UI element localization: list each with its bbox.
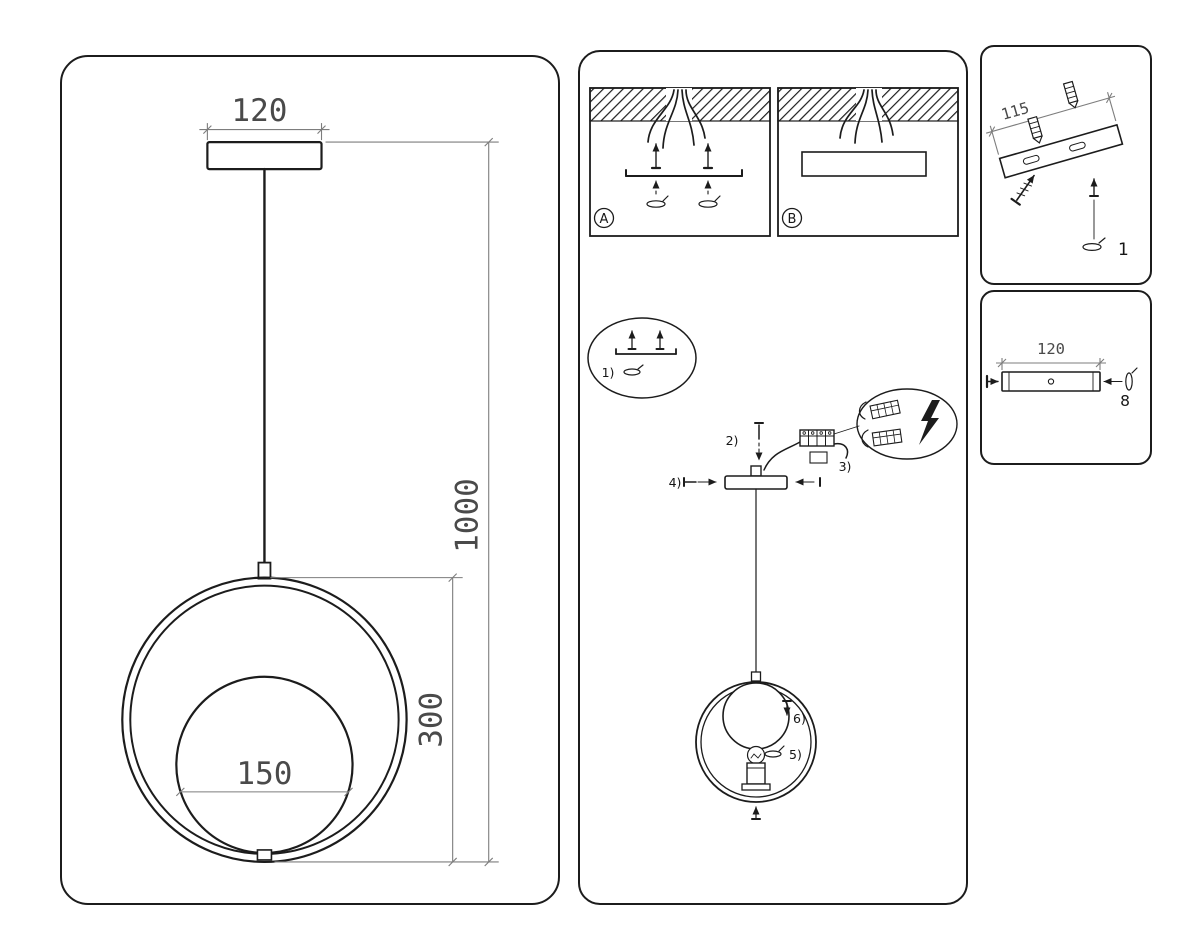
step2-cord-screw: 2) [726, 422, 764, 461]
option-a-label: A [600, 212, 609, 227]
step4-canopy: 4) [669, 465, 821, 490]
bracket-screws-icon [650, 143, 714, 170]
option-b-badge [781, 207, 803, 229]
wire-gap [856, 88, 882, 121]
socket [746, 762, 766, 785]
step5-label: 5) [789, 747, 802, 762]
mount-option-b-box: B [777, 87, 959, 237]
installation-steps: A B [587, 87, 959, 820]
ceiling-wires [839, 89, 894, 144]
side-screw-left [985, 374, 999, 389]
step3-terminal-block: 3) [799, 425, 860, 474]
bracket-mounting: 115 [986, 80, 1129, 260]
bulb [746, 745, 766, 765]
mount-option-a-box: A [589, 87, 771, 237]
ceiling-wires [647, 89, 706, 149]
mini-terminal-block-top [869, 399, 901, 420]
bottom-fitting [256, 849, 273, 861]
panel-step-label: 8 [1120, 392, 1130, 410]
electricity-warning-icon [919, 400, 940, 445]
wiring-detail-balloon [856, 388, 958, 460]
ring-diameter-dimension: 300 [270, 573, 463, 867]
screwdriver-turn-icons [646, 180, 721, 208]
step2-label: 2) [726, 433, 739, 448]
lamp-ring [695, 681, 817, 803]
glass-sphere [722, 682, 790, 750]
bracket-mounting-panel: 115 [980, 45, 1152, 285]
bracket-length-label: 115 [999, 99, 1031, 124]
turn-icon [764, 750, 782, 758]
dimension-drawing: 120 150 [121, 93, 499, 867]
slot-right [1069, 141, 1086, 152]
turn-icon [1125, 372, 1133, 391]
mounting-screw-angled [1010, 174, 1035, 206]
ring-diameter-label: 300 [414, 692, 450, 748]
screwdriver-axis [1082, 178, 1106, 252]
step4-label: 4) [669, 475, 682, 490]
cover-square [809, 451, 828, 464]
suspension-stem [257, 167, 272, 580]
mounting-bracket [998, 123, 1124, 179]
plate-hole [1047, 378, 1055, 385]
sphere-diameter-dimension: 150 [175, 756, 353, 797]
canopy-nipple [750, 465, 762, 477]
pendant-assembly: 5) 6) [695, 488, 817, 820]
canopy-width-label: 120 [231, 93, 287, 129]
drop-length-label: 1000 [450, 478, 486, 553]
wall-anchor-left [1027, 115, 1043, 144]
bracket-perspective-group: 115 [986, 80, 1124, 179]
step3-label: 3) [839, 459, 852, 474]
option-a-badge [593, 207, 615, 229]
side-screw-right [1103, 367, 1138, 391]
slot-left [1022, 154, 1040, 165]
turn-icon [1082, 243, 1102, 252]
option-b-label: B [788, 212, 797, 227]
mounting-bracket-icon [625, 169, 743, 177]
plate-length-dimension: 120 [996, 340, 1106, 370]
plate-screw: 120 8 [985, 340, 1138, 410]
cord-connector [750, 671, 762, 682]
ceiling-canopy [206, 140, 323, 171]
step1-bracket-balloon: 1) [587, 317, 697, 399]
mini-terminal-block-bottom [871, 428, 903, 447]
turn-icon [623, 368, 641, 376]
wall-anchor-right [1062, 80, 1079, 109]
dimension-drawing-panel: 120 150 [60, 55, 560, 905]
plate-screw-panel: 120 8 [980, 290, 1152, 465]
plate-length-label: 120 [1037, 340, 1065, 358]
socket-base [741, 783, 771, 791]
canopy-plate-icon [801, 151, 927, 177]
canopy-plate [724, 475, 788, 490]
mounting-plate [1001, 371, 1101, 392]
bulb-filament [750, 753, 762, 759]
installation-steps-panel: A B [578, 50, 968, 905]
step6-label: 6) [793, 711, 806, 726]
drop-length-dimension: 1000 [274, 137, 499, 867]
sphere-diameter-label: 150 [236, 756, 292, 792]
step1-label: 1) [602, 365, 615, 380]
supply-wires [763, 441, 849, 471]
leader-line [833, 425, 860, 435]
panel-step-label: 1 [1118, 240, 1129, 260]
canopy-width-dimension: 120 [199, 93, 330, 141]
